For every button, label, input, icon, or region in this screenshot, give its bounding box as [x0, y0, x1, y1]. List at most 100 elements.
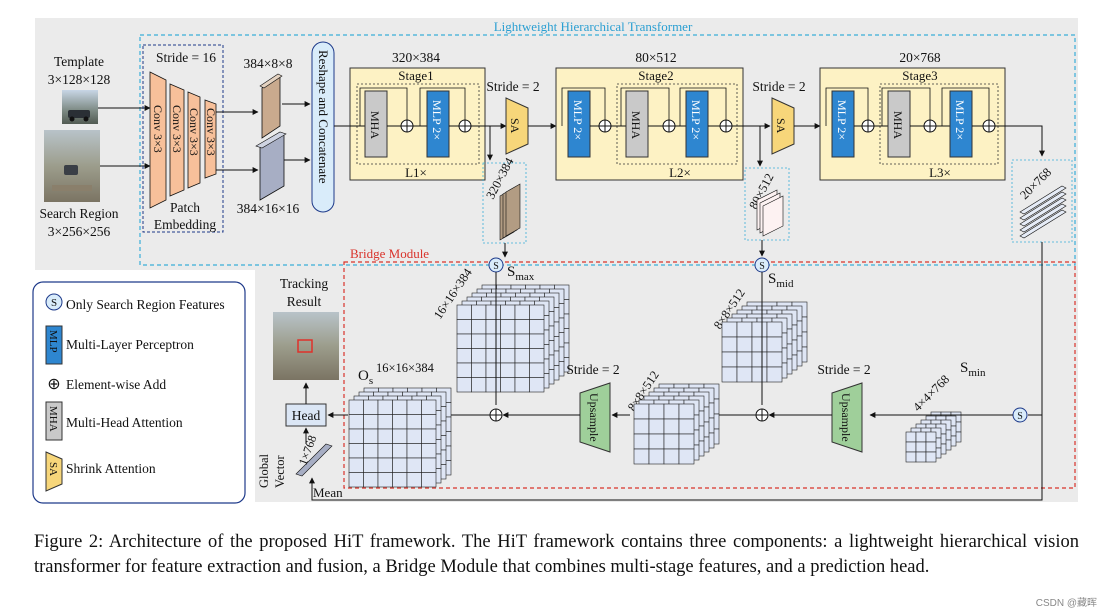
feature-cell — [456, 319, 472, 335]
bridge-module-box — [343, 261, 1076, 489]
feature-cell — [500, 319, 516, 335]
stride2-up-label-2: Stride = 2 — [566, 362, 619, 377]
feature-cell — [456, 362, 472, 378]
feature-cell — [363, 414, 379, 430]
conv-stack: Conv 3×3 Conv 3×3 Conv 3×3 Conv 3×3 — [149, 71, 218, 209]
feature-cell — [421, 399, 437, 415]
shrink-attention-block — [771, 97, 795, 155]
mlp-block — [949, 90, 973, 158]
search-region-image — [44, 130, 100, 202]
feature-cell — [678, 418, 695, 435]
feature-cell — [377, 428, 393, 444]
feature-cell — [514, 333, 530, 349]
legend-item-sa: SA Shrink Attention — [45, 451, 156, 492]
feature-cell — [471, 333, 487, 349]
patch-embedding-box — [142, 44, 224, 233]
output-feature-stack — [348, 387, 452, 488]
feature-cell — [663, 403, 680, 420]
reshape-concatenate-label: Reshape and Concatenate — [316, 50, 331, 184]
architecture-diagram: Lightweight Hierarchical Transformer Bri… — [32, 18, 1078, 504]
transformer-title: Lightweight Hierarchical Transformer — [494, 19, 693, 34]
feature-cell — [514, 348, 530, 364]
patch-embedding-line1: Patch — [170, 200, 200, 215]
feature-cell — [485, 362, 501, 378]
feature-cell — [663, 418, 680, 435]
feature-cell — [529, 348, 545, 364]
feature-cell — [721, 351, 738, 368]
legend-box — [32, 281, 246, 504]
lightweight-transformer-box — [139, 34, 1076, 266]
conv-layer — [149, 71, 167, 209]
svg-text:S: S — [493, 261, 499, 272]
stage2-repeat: L2× — [669, 165, 691, 180]
patch-embedding-line2: Embedding — [154, 217, 216, 232]
watermark: CSDN @藏晖 — [1035, 598, 1097, 609]
mha-label: MHA — [891, 111, 905, 139]
feature-cell — [766, 321, 783, 338]
stride2-label-1: Stride = 2 — [486, 79, 539, 94]
mlp-label: MLP 2× — [953, 100, 967, 140]
feature-cell — [648, 448, 665, 465]
search-token-dims: 384×16×16 — [237, 201, 300, 216]
feature-cell — [925, 441, 937, 453]
mlp-label: MLP 2× — [835, 100, 849, 140]
tracking-result-image — [273, 312, 339, 380]
mha-block — [887, 90, 911, 158]
feature-cell — [663, 448, 680, 465]
feature-cell — [766, 366, 783, 383]
feature-cell — [363, 472, 379, 488]
search-select-circle: S — [1012, 407, 1028, 423]
search-select-circle: S — [488, 257, 504, 273]
upsample-block — [831, 382, 863, 453]
stage2-output-tokens — [756, 189, 784, 237]
svg-text:MLP: MLP — [47, 330, 59, 353]
feature-cell — [905, 431, 917, 443]
stage2-dims: 80×512 — [635, 50, 676, 65]
feature-cell — [363, 399, 379, 415]
legend-item-search: S Only Search Region Features — [45, 293, 225, 312]
feature-cell — [678, 448, 695, 465]
feature-cell — [348, 428, 364, 444]
feature-cell — [392, 472, 408, 488]
feature-cell — [485, 333, 501, 349]
mha-block — [364, 90, 388, 158]
conv-layer — [169, 83, 185, 197]
template-token-block — [259, 73, 283, 139]
mlp-block — [426, 90, 450, 158]
feature-cell — [751, 321, 768, 338]
feature-cell — [915, 431, 927, 443]
search-select-circle: S — [754, 257, 770, 273]
feature-cell — [377, 472, 393, 488]
stage2-name: Stage2 — [638, 68, 673, 83]
stage3-output-tokens — [1019, 185, 1067, 239]
feature-cell — [348, 443, 364, 459]
feature-cell — [529, 304, 545, 320]
feature-cell — [348, 457, 364, 473]
template-size: 3×128×128 — [48, 72, 111, 87]
feature-cell — [456, 304, 472, 320]
feature-cell — [736, 321, 753, 338]
feature-cell — [751, 336, 768, 353]
tracking-result-line2: Result — [287, 294, 322, 309]
stage1-output-tokens — [499, 183, 521, 241]
feature-cell — [392, 443, 408, 459]
sa-label: SA — [508, 118, 522, 134]
feature-cell — [915, 451, 927, 463]
feature-cell — [648, 403, 665, 420]
head-label: Head — [292, 408, 321, 423]
svg-text:Only Search Region Features: Only Search Region Features — [66, 297, 225, 312]
feature-cell — [678, 433, 695, 450]
conv-layer — [204, 99, 217, 179]
feature-cell — [421, 457, 437, 473]
feature-cell — [905, 451, 917, 463]
tracking-result-line1: Tracking — [280, 276, 329, 291]
feature-cell — [485, 377, 501, 393]
feature-cell — [500, 377, 516, 393]
feature-cell — [529, 319, 545, 335]
os-dims: 16×16×384 — [376, 361, 435, 375]
legend-item-mlp: MLP Multi-Layer Perceptron — [45, 325, 194, 365]
feature-cell — [456, 377, 472, 393]
feature-cell — [678, 403, 695, 420]
feature-cell — [500, 304, 516, 320]
feature-cell — [925, 451, 937, 463]
